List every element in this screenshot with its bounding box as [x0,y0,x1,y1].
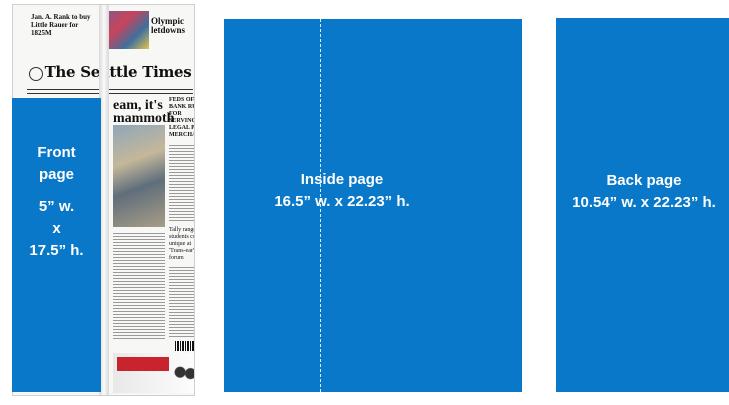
inside-page-label: Inside page 16.5” w. x 22.23” h. [224,169,460,213]
ad-strip [113,353,195,393]
text-column [113,233,165,341]
text-column [169,267,195,337]
back-page-label: Back page 10.54” w. x 22.23” h. [556,170,729,214]
ad-headline [117,357,169,371]
teaser-right: Olympic letdowns [151,17,191,35]
main-headline: eam, it's mammoth [113,99,168,125]
masthead-crest-icon [29,67,43,81]
inside-page-panel: Inside page 16.5” w. x 22.23” h. [224,19,522,392]
front-page-times: x [12,218,101,240]
divider [27,93,193,94]
front-page-title-line2: page [12,164,101,186]
front-page-label: Front page 5” w. x 17.5” h. [12,142,101,262]
masthead: The Seattle Times [43,63,193,81]
teaser-left: Jan. A. Rank to buy Little Rauer for 182… [31,13,95,37]
inside-page-title: Inside page [224,169,460,191]
back-page-dimensions: 10.54” w. x 22.23” h. [556,192,729,214]
back-page-panel: Back page 10.54” w. x 22.23” h. [556,18,729,392]
inside-page-dimensions: 16.5” w. x 22.23” h. [224,191,460,213]
front-page-panel: Front page 5” w. x 17.5” h. [12,98,101,392]
barcode [175,341,195,351]
ad-portraits [171,361,195,389]
front-page-height: 17.5” h. [12,240,101,262]
main-photo [113,125,165,227]
back-page-title: Back page [556,170,729,192]
front-page-width: 5” w. [12,196,101,218]
side-story: Tally ranges: students come unique at 'T… [169,227,195,262]
front-page-title-line1: Front [12,142,101,164]
side-headline: FEDS OFFER BANK RULES FOR SERVING LEGAL … [169,97,195,139]
text-column [169,145,195,223]
divider [27,89,193,90]
